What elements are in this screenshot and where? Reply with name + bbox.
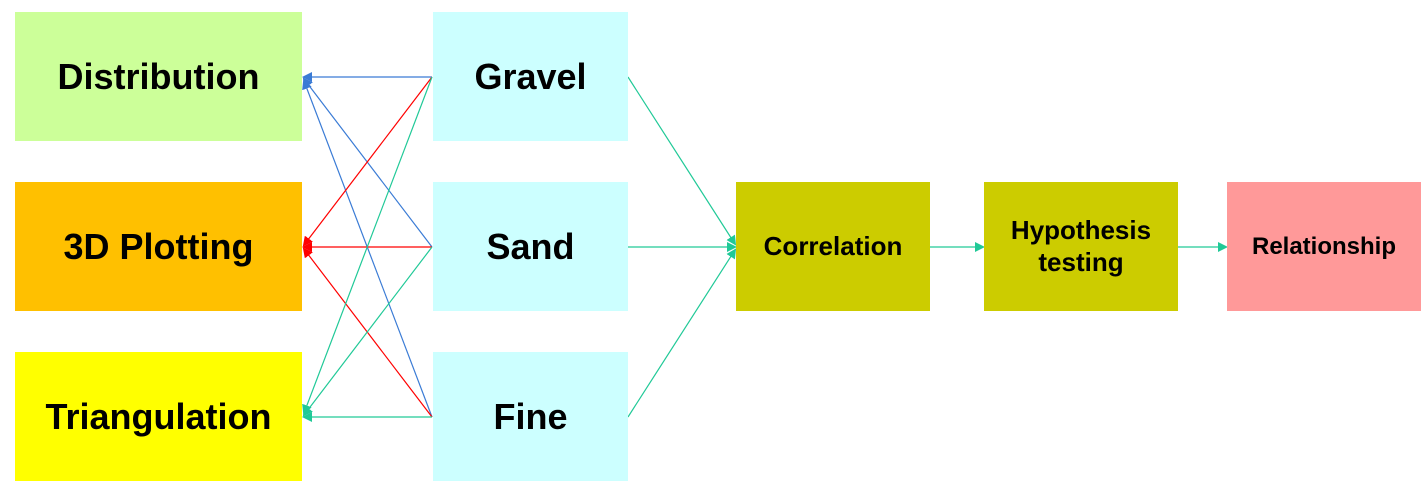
edge-fine-plotting: [302, 247, 433, 418]
node-distribution-label: Distribution: [57, 55, 260, 97]
node-triangulation: Triangulation: [15, 352, 302, 481]
edge-fine-correlation: [627, 248, 737, 418]
edge-sand-distribution: [302, 77, 433, 248]
edge-fine-distribution: [302, 79, 433, 418]
edge-gravel-correlation: [627, 76, 737, 246]
node-3d-plotting-label: 3D Plotting: [63, 225, 254, 267]
node-fine: Fine: [433, 352, 628, 481]
edge-gravel-plotting: [302, 76, 433, 247]
node-gravel-label: Gravel: [474, 55, 587, 97]
node-gravel: Gravel: [433, 12, 628, 141]
node-correlation: Correlation: [736, 182, 930, 311]
node-relationship: Relationship: [1227, 182, 1421, 311]
node-triangulation-label: Triangulation: [45, 395, 272, 437]
node-relationship-label: Relationship: [1251, 232, 1396, 260]
node-sand-label: Sand: [486, 225, 575, 267]
node-fine-label: Fine: [493, 395, 568, 437]
node-distribution: Distribution: [15, 12, 302, 141]
edge-sand-triangulation: [302, 246, 433, 417]
node-3d-plotting: 3D Plotting: [15, 182, 302, 311]
node-hypothesis-testing-label: Hypothesis testing: [1010, 215, 1152, 277]
node-hypothesis-testing: Hypothesis testing: [984, 182, 1178, 311]
node-correlation-label: Correlation: [763, 230, 903, 261]
edge-gravel-triangulation: [302, 76, 433, 415]
node-sand: Sand: [433, 182, 628, 311]
